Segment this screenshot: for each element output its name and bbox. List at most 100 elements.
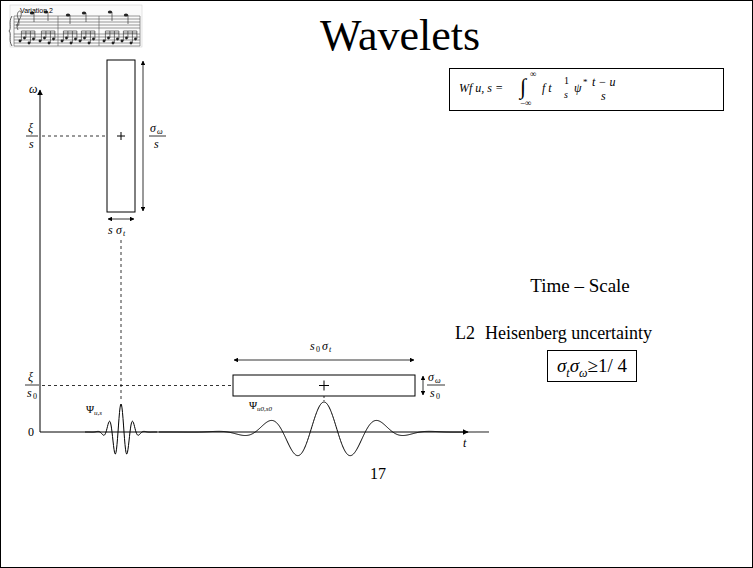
music-score-image — [19, 40, 22, 43]
formula-term: ψ — [574, 82, 581, 94]
width-label: σ — [116, 224, 122, 236]
music-score-image — [112, 42, 115, 45]
music-score-image — [107, 37, 110, 40]
subscript: ω — [435, 377, 441, 385]
subscript: u0,s0 — [257, 406, 272, 413]
heisenberg-box — [233, 375, 415, 396]
fraction-denominator: s — [29, 138, 34, 150]
music-score-image — [66, 13, 70, 16]
fraction-numerator: ξ — [28, 371, 33, 383]
note-text: Time – Scale — [530, 276, 630, 295]
center-mark — [117, 132, 125, 140]
dimension-arrow — [143, 61, 144, 211]
guide-line — [324, 396, 325, 401]
subscript: 0 — [316, 346, 320, 354]
music-score-image — [116, 38, 119, 41]
inequality-term: t — [566, 366, 569, 380]
formula-term: s — [601, 90, 606, 102]
music-score-image — [88, 42, 91, 45]
music-score-image — [23, 37, 26, 40]
formula-box: Wf u, s =∞∫−∞f t1sψ*t − us — [449, 68, 724, 111]
width-label: s — [310, 340, 315, 352]
music-score-image — [121, 40, 124, 43]
fraction-numerator: σ — [428, 371, 434, 383]
music-score-image — [74, 38, 77, 41]
formula-term: s — [564, 90, 568, 100]
formula-term: t − u — [592, 76, 615, 88]
formula-term: −∞ — [520, 99, 532, 108]
dimension-arrow — [423, 376, 424, 395]
note-text: L2 — [455, 324, 475, 342]
dimension-arrow — [234, 360, 414, 361]
origin-label: 0 — [28, 426, 34, 438]
formula-term: * — [583, 78, 588, 87]
heisenberg-box — [107, 60, 135, 212]
music-score-image — [103, 40, 106, 43]
wavelet-label: Ψ — [249, 400, 257, 411]
formula-term: Wf u, s = — [459, 82, 503, 94]
formula-term: ∞ — [530, 70, 536, 79]
music-score-image — [43, 37, 46, 40]
fraction-denominator: s — [154, 138, 159, 150]
fraction-denominator: s — [430, 387, 435, 399]
music-score-image — [92, 38, 95, 41]
fraction-numerator: σ — [150, 122, 156, 134]
guide-line — [42, 136, 107, 137]
music-score-image — [48, 42, 51, 45]
width-label: s — [108, 224, 113, 236]
inequality-box: σtσω≥1/ 4 — [547, 350, 637, 382]
fraction-denominator: s — [27, 387, 32, 399]
music-score-image — [52, 38, 55, 41]
subscript: u,s — [94, 410, 102, 417]
dimension-arrow — [108, 219, 134, 220]
inequality-term: ≥1/ 4 — [588, 355, 627, 376]
music-score-image — [65, 37, 68, 40]
music-score-image — [9, 5, 142, 47]
center-mark — [319, 381, 329, 391]
music-score-image — [108, 10, 112, 13]
axis-label: t — [463, 437, 466, 449]
inequality-term: ω — [579, 366, 587, 380]
time-frequency-plot — [25, 60, 489, 456]
music-score-image — [21, 31, 136, 43]
subscript: 0 — [33, 393, 37, 401]
subscript: 0 — [436, 393, 440, 401]
music-score-image — [39, 40, 42, 43]
music-score-image — [32, 38, 35, 41]
music-score-image — [83, 37, 86, 40]
music-score-image — [70, 42, 73, 45]
slide-title: Wavelets — [320, 14, 480, 58]
width-label: σ — [322, 340, 328, 352]
score-caption: Variation 2 — [20, 7, 53, 14]
music-score-image — [14, 16, 140, 46]
formula-term: ∫ — [520, 76, 526, 98]
inequality-term: σ — [570, 355, 579, 376]
formula-term: 1 — [564, 76, 569, 86]
page-number: 17 — [370, 466, 386, 482]
subscript: t — [123, 230, 125, 238]
guide-line — [121, 240, 122, 402]
axis-label: ω — [29, 83, 37, 95]
formula-term: f t — [542, 82, 552, 94]
music-score-image — [130, 42, 133, 45]
music-score-image — [61, 40, 64, 43]
music-score-image — [79, 40, 82, 43]
wavelet-label: Ψ — [86, 404, 94, 415]
music-score-image — [9, 16, 12, 46]
fraction-bar — [26, 136, 166, 137]
wavelet-curve — [159, 402, 489, 456]
inequality-term: σ — [557, 355, 566, 376]
music-score-image — [125, 37, 128, 40]
music-score-image — [134, 38, 137, 41]
note-text: Heisenberg uncertainty — [485, 324, 652, 342]
subscript: t — [329, 346, 331, 354]
frequency-axis — [40, 90, 41, 432]
music-score-image — [124, 13, 128, 16]
music-score-image — [10, 5, 142, 47]
fraction-bar — [25, 385, 445, 386]
subscript: ω — [157, 128, 163, 136]
guide-line — [42, 385, 233, 386]
wavelet-curve — [85, 404, 157, 454]
